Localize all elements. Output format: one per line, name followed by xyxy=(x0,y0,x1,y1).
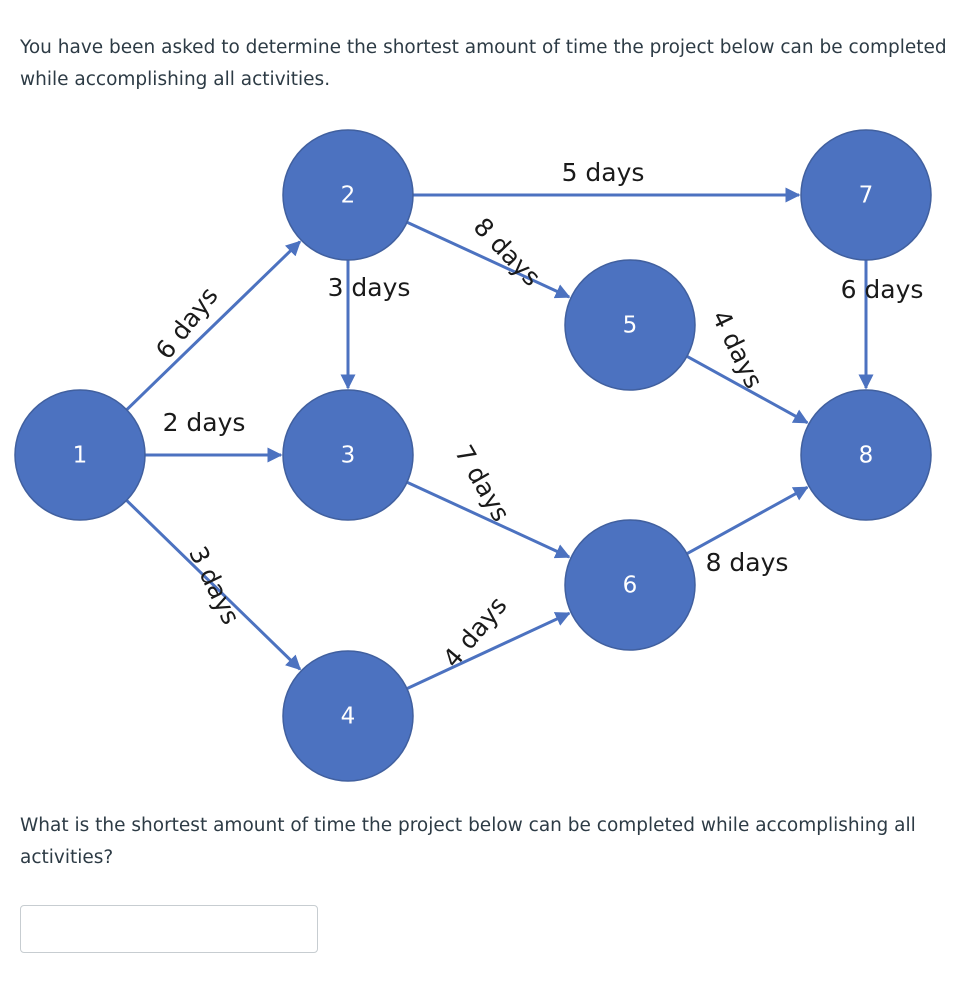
node-label-3: 3 xyxy=(341,443,356,469)
node-7: 7 xyxy=(800,129,932,261)
node-circle-2 xyxy=(282,129,414,261)
answer-input[interactable] xyxy=(20,905,318,953)
node-circle-8 xyxy=(800,389,932,521)
node-label-1: 1 xyxy=(73,443,88,469)
node-label-5: 5 xyxy=(623,313,638,339)
node-circle-7 xyxy=(800,129,932,261)
edge-label-2-3: 3 days xyxy=(328,273,411,302)
edge-label-7-8: 6 days xyxy=(841,275,924,304)
edge-4-6 xyxy=(406,611,571,690)
node-circle-1 xyxy=(14,389,146,521)
node-4: 4 xyxy=(282,650,414,782)
node-2: 2 xyxy=(282,129,414,261)
node-8: 8 xyxy=(800,389,932,521)
edge-5-8 xyxy=(686,355,809,424)
edge-label-2-5: 8 days xyxy=(468,212,546,292)
question-text: What is the shortest amount of time the … xyxy=(20,815,916,868)
edge-label-1-3: 2 days xyxy=(163,408,246,437)
node-label-4: 4 xyxy=(341,704,356,730)
node-6: 6 xyxy=(564,519,696,651)
edge-2-5 xyxy=(406,220,571,299)
node-3: 3 xyxy=(282,389,414,521)
edge-label-2-7: 5 days xyxy=(562,158,645,187)
node-circle-6 xyxy=(564,519,696,651)
edge-6-8 xyxy=(686,486,809,555)
edge-label-5-8: 4 days xyxy=(706,306,768,393)
node-label-8: 8 xyxy=(859,443,874,469)
edge-label-3-6: 7 days xyxy=(449,440,516,526)
edge-3-6 xyxy=(406,480,571,559)
intro-text: You have been asked to determine the sho… xyxy=(20,37,947,90)
node-label-2: 2 xyxy=(341,183,356,209)
node-5: 5 xyxy=(564,259,696,391)
node-circle-4 xyxy=(282,650,414,782)
edge-label-4-6: 4 days xyxy=(437,591,512,673)
node-label-6: 6 xyxy=(623,573,638,599)
node-1: 1 xyxy=(14,389,146,521)
node-circle-3 xyxy=(282,389,414,521)
edge-label-1-4: 3 days xyxy=(183,542,245,629)
node-label-7: 7 xyxy=(859,183,874,209)
edge-label-6-8: 8 days xyxy=(706,548,789,577)
edge-1-2 xyxy=(125,240,301,411)
edge-1-4 xyxy=(125,499,302,671)
node-circle-5 xyxy=(564,259,696,391)
